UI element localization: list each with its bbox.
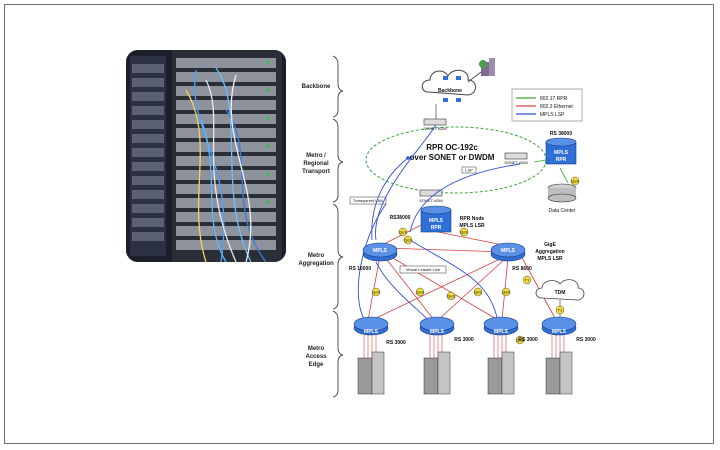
router-edge-2-mpls: MPLS <box>430 329 445 335</box>
router-rs8600 <box>490 242 526 262</box>
qos-badge-8-label: QoS <box>502 290 510 295</box>
building-icon <box>479 58 495 76</box>
vll-tag <box>399 265 447 274</box>
lsp-paths <box>357 124 521 323</box>
router-rs8600-mpls: MPLS <box>501 248 516 254</box>
tier-label-metro-access-3: Edge <box>309 362 324 368</box>
router-edge-2 <box>419 316 455 336</box>
lsp-tag <box>461 166 477 174</box>
tier-label-metro-regional-1: Metro / <box>306 153 326 159</box>
building-3 <box>487 351 515 395</box>
gige-label-3: MPLS LSR <box>537 256 563 262</box>
ring-label-1: RPR OC-192c <box>426 143 478 152</box>
tier-braces <box>332 55 344 398</box>
qos-badge-2-label: QoS <box>404 238 412 243</box>
qos-badge-7 <box>473 287 483 297</box>
qos-badge-9-label: QoS <box>516 338 524 343</box>
router-edge-3 <box>483 316 519 336</box>
router-rs16000-mpls: MPLS <box>373 248 388 254</box>
sonet-adm-right-label: SONET ADM <box>504 160 528 165</box>
gige-label-2: Aggregation <box>535 249 564 255</box>
tier-label-metro-regional-2: Regional <box>303 161 329 167</box>
tier-label-metro-aggregation-1: Metro <box>308 253 325 259</box>
rs3000-label-2: RS 3000 <box>454 337 474 343</box>
legend-item-lsp: MPLS LSP <box>540 112 565 118</box>
sonet-adm-top-label: SONET ADM <box>423 126 447 131</box>
t1-badge-top-label: T1 <box>525 278 530 283</box>
backbone-cloud <box>421 69 476 102</box>
qos-badge-3 <box>459 227 469 237</box>
rs3000-label-3: RS 3000 <box>518 337 538 343</box>
qos-badge-2 <box>403 235 413 245</box>
rs8600-label: RS 8600 <box>512 266 532 272</box>
building-1 <box>357 351 385 395</box>
qos-badge-5 <box>415 287 425 297</box>
qos-badge-9 <box>515 335 525 345</box>
sonet-adm-right <box>504 152 528 160</box>
qos-badge-8 <box>501 287 511 297</box>
router-edge-4-mpls: MPLS <box>552 329 567 335</box>
legend-item-rpr: 802.17 RPR <box>540 96 568 102</box>
tier-label-backbone: Backbone <box>302 84 331 90</box>
rpr-router-right <box>545 137 577 165</box>
tier-label-metro-regional-3: Transport <box>302 169 330 175</box>
router-edge-1 <box>353 316 389 336</box>
qos-badge-10 <box>570 176 580 186</box>
router-rs16000 <box>362 242 398 262</box>
router-edge-4 <box>541 316 577 336</box>
rpr-links <box>533 159 569 184</box>
vll-label: Virtual Leased Line <box>406 267 441 272</box>
transparent-lan-tag <box>349 196 387 205</box>
rpr-router-right-rpr: RPR <box>556 157 567 163</box>
t1-badge-bottom <box>555 305 565 315</box>
qos-badge-6 <box>446 291 456 301</box>
t1-badge-bottom-label: T1 <box>558 308 563 313</box>
legend: 802.17 RPR 802.3 Ethernet MPLS LSP <box>511 88 583 122</box>
rs38000-center-label: RS38000 <box>390 215 411 221</box>
rs3000-label-1: RS 3000 <box>386 340 406 346</box>
data-center-label: Data Center <box>549 208 576 214</box>
data-center-icon <box>547 183 577 203</box>
rs38000-right-label: RS 38000 <box>550 131 572 137</box>
legend-item-ethernet: 802.3 Ethernet <box>540 104 573 110</box>
transparent-lan-label: Transparent LAN <box>353 198 383 203</box>
building-2 <box>423 351 451 395</box>
rpr-router-right-mpls: MPLS <box>554 150 569 156</box>
tdm-label: TDM <box>555 290 566 296</box>
router-edge-1-mpls: MPLS <box>364 329 379 335</box>
sonet-adm-top <box>423 118 447 126</box>
backbone-label: Backbone <box>438 88 462 94</box>
server-rack-photo <box>126 50 286 262</box>
rpr-node-label-2: MPLS LSR <box>459 223 485 229</box>
qos-badge-4 <box>371 287 381 297</box>
tdm-cloud <box>535 279 585 301</box>
sonet-adm-bottom-label: SONET ADM <box>419 198 443 203</box>
building-4 <box>545 351 573 395</box>
qos-badge-5-label: QoS <box>416 290 424 295</box>
qos-badge-3-label: QoS <box>460 230 468 235</box>
gige-label-1: GigE <box>544 242 556 248</box>
rs3000-label-4: RS 3000 <box>576 337 596 343</box>
tier-label-metro-access-2: Access <box>305 354 327 360</box>
qos-badge-7-label: QoS <box>474 290 482 295</box>
ring-label-2: over SONET or DWDM <box>410 153 495 162</box>
rpr-router-center-rpr: RPR <box>431 225 442 231</box>
qos-badge-4-label: QoS <box>372 290 380 295</box>
router-edge-3-mpls: MPLS <box>494 329 509 335</box>
qos-badge-1-label: QoS <box>399 230 407 235</box>
rs16000-label: RS 16000 <box>349 266 371 272</box>
lsp-label: LSP <box>465 168 473 173</box>
tier-label-metro-aggregation-2: Aggregation <box>298 261 334 267</box>
tier-label-metro-access-1: Metro <box>308 346 325 352</box>
qos-badge-1 <box>398 227 408 237</box>
rpr-router-center-mpls: MPLS <box>429 218 444 224</box>
rpr-node-label-1: RPR Node <box>460 216 485 222</box>
t1-badge-top <box>522 275 532 285</box>
qos-badge-10-label: QoS <box>571 179 579 184</box>
rpr-router-center <box>420 205 452 233</box>
qos-badge-6-label: QoS <box>447 294 455 299</box>
sonet-adm-bottom <box>419 189 443 197</box>
